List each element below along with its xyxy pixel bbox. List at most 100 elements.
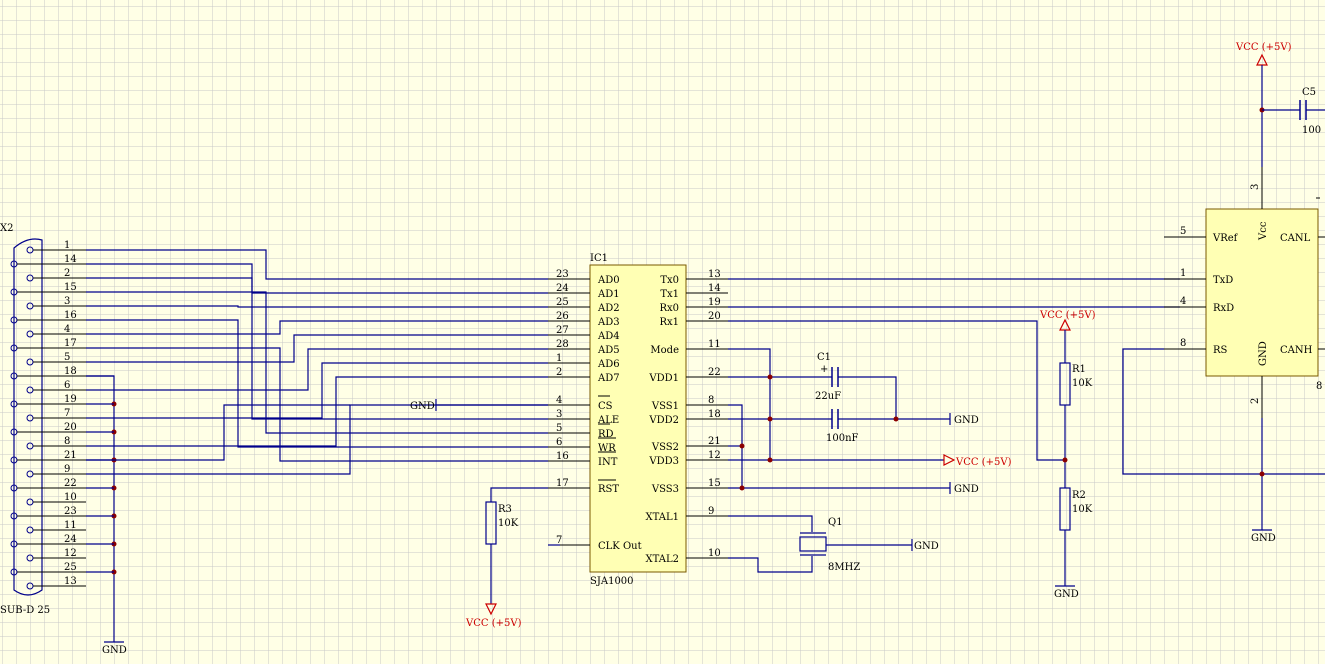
ic1-right-pin-name: VSS3	[651, 484, 679, 495]
xcvr-pin5-num: 5	[1180, 226, 1186, 237]
c1-value: 22uF	[815, 391, 841, 402]
ic1-left-pin-name: AD7	[597, 373, 620, 384]
ic1-right-pin-name: Mode	[650, 345, 679, 356]
connector-pin-number: 13	[64, 576, 77, 587]
ic1-left-pin-name: RD	[598, 429, 614, 440]
ic1-right-pin-name: VDD2	[648, 415, 679, 426]
crystal-q1[interactable]: Q1 8MHZ GND	[728, 515, 939, 573]
c2-value: 100nF	[826, 433, 859, 444]
connector-pin-number: 24	[64, 534, 77, 545]
q1-gnd-label: GND	[914, 541, 939, 552]
bus-wire	[86, 291, 548, 434]
connector-gnd-label: GND	[102, 645, 127, 656]
xcvr-canh: CANH	[1280, 345, 1313, 356]
ic1-left-pin-name: AD6	[597, 359, 620, 370]
xcvr-pin2-num: 2	[1250, 398, 1261, 404]
ic1-right-pin-number: 12	[708, 450, 721, 461]
xcvr-pin8-num: 8	[1180, 338, 1186, 349]
connector-pin-number: 8	[64, 436, 70, 447]
capacitor-c2[interactable]: 100nF	[826, 409, 859, 444]
connector-pin-number: 3	[64, 296, 70, 307]
ic1-right-pin-number: 21	[708, 436, 721, 447]
xcvr-pin4-num: 4	[1180, 296, 1186, 307]
vss3-gnd-label: GND	[954, 484, 979, 495]
bus-wire	[86, 362, 548, 419]
xcvr-rxd: RxD	[1213, 303, 1234, 314]
connector-pin-number: 22	[64, 478, 77, 489]
bus-wire	[86, 320, 548, 335]
xcvr-vcc-label: VCC (+5V)	[1235, 42, 1292, 53]
ic1-overbars	[598, 395, 616, 481]
bus-wire	[86, 348, 548, 391]
connector-pin-number: 23	[64, 506, 77, 517]
ic1-right-pins: 13Tx014Tx119Rx020Rx111Mode22VDD18VSS118V…	[646, 269, 728, 565]
ic1-left-pin-name: AD2	[597, 303, 620, 314]
ic1-part: SJA1000	[590, 576, 634, 587]
connector-pin-number: 15	[64, 282, 77, 293]
connector-pin-number: 11	[64, 520, 77, 531]
ic1-left-pin-number: 7	[556, 535, 562, 546]
bus-wire	[86, 319, 548, 448]
xcvr-vcc: Vcc	[1258, 221, 1269, 241]
connector-pin-number: 25	[64, 562, 77, 573]
r1-value: 10K	[1072, 378, 1093, 389]
ic1-right-pin-number: 15	[708, 478, 721, 489]
ic1-body	[589, 264, 687, 573]
connector-pin-number: 16	[64, 310, 77, 321]
resistor-r1[interactable]: VCC (+5V) R1 10K	[1039, 310, 1096, 488]
q1-value: 8MHZ	[828, 562, 860, 573]
ic1-left-pin-number: 24	[556, 283, 569, 294]
xcvr-vref: VRef	[1212, 233, 1239, 244]
ic1-left-pin-name: AD3	[597, 317, 620, 328]
resistor-r3[interactable]: R3 10K VCC (+5V)	[465, 487, 548, 629]
ic1-right-pin-name: VSS1	[651, 401, 679, 412]
ic1-left-pin-number: 3	[556, 409, 562, 420]
ic1-left-pin-name: AD1	[597, 289, 620, 300]
can-transceiver[interactable]: 5 1 4 8 VRef TxD RxD RS CANL CANH Vcc GN…	[1164, 167, 1325, 418]
ic1-sja1000[interactable]: IC1 SJA1000 23AD024AD125AD226AD327AD428A…	[548, 253, 728, 587]
connector-pin-number: 18	[64, 366, 77, 377]
r3-value: 10K	[498, 518, 519, 529]
ic1-left-pin-name: AD0	[597, 275, 620, 286]
cs-gnd-label: GND	[410, 401, 435, 412]
r3-ref: R3	[498, 504, 512, 515]
connector-pin-number: 14	[64, 254, 77, 265]
ic1-right-pin-number: 10	[708, 548, 721, 559]
vdd2-gnd-label: GND	[954, 415, 979, 426]
connector-pin-number: 6	[64, 380, 70, 391]
ic1-left-pin-number: 6	[556, 437, 562, 448]
xcvr-pin3-num: 3	[1250, 184, 1261, 190]
ic1-left-pin-number: 1	[556, 353, 562, 364]
q1-ref: Q1	[828, 517, 843, 528]
ic1-right-pin-name: Tx0	[660, 275, 679, 286]
xcvr-gnd: GND	[1258, 341, 1269, 366]
r2-value: 10K	[1072, 504, 1093, 515]
ic1-right-pin-name: VDD3	[648, 456, 679, 467]
ic1-left-pin-name: RST	[598, 484, 619, 495]
ic1-left-pin-name: AD5	[597, 345, 620, 356]
r2-gnd-label: GND	[1054, 589, 1079, 600]
c5-value: 100	[1302, 125, 1321, 136]
ic1-left-pin-number: 16	[556, 451, 569, 462]
ic1-right-pin-number: 9	[708, 506, 714, 517]
ic1-left-pin-name: WR	[598, 443, 616, 454]
connector-pin-number: 9	[64, 464, 70, 475]
transceiver-supply	[1122, 53, 1325, 531]
bus-wire	[86, 376, 548, 447]
ic1-right-pin-name: VDD1	[648, 373, 679, 384]
r2-ref: R2	[1072, 490, 1086, 501]
ic1-left-pin-number: 2	[556, 367, 562, 378]
ic1-right-pin-number: 19	[708, 297, 721, 308]
ic1-right-pin-name: Rx1	[659, 317, 679, 328]
data-bus	[86, 249, 548, 475]
connector-type: SUB-D 25	[0, 605, 50, 616]
connector-x2[interactable]: X2 1142153164175186197208219221023112412…	[0, 223, 86, 616]
r1-vcc-label: VCC (+5V)	[1039, 310, 1096, 321]
ic1-right-pin-number: 13	[708, 269, 721, 280]
bus-wire	[86, 334, 548, 363]
capacitor-c1[interactable]: + C1 22uF	[815, 352, 856, 402]
resistor-r2[interactable]: R2 10K GND	[1054, 487, 1093, 600]
connector-pin-number: 1	[64, 240, 70, 251]
connector-pin-number: 4	[64, 324, 70, 335]
connector-body	[13, 238, 43, 596]
